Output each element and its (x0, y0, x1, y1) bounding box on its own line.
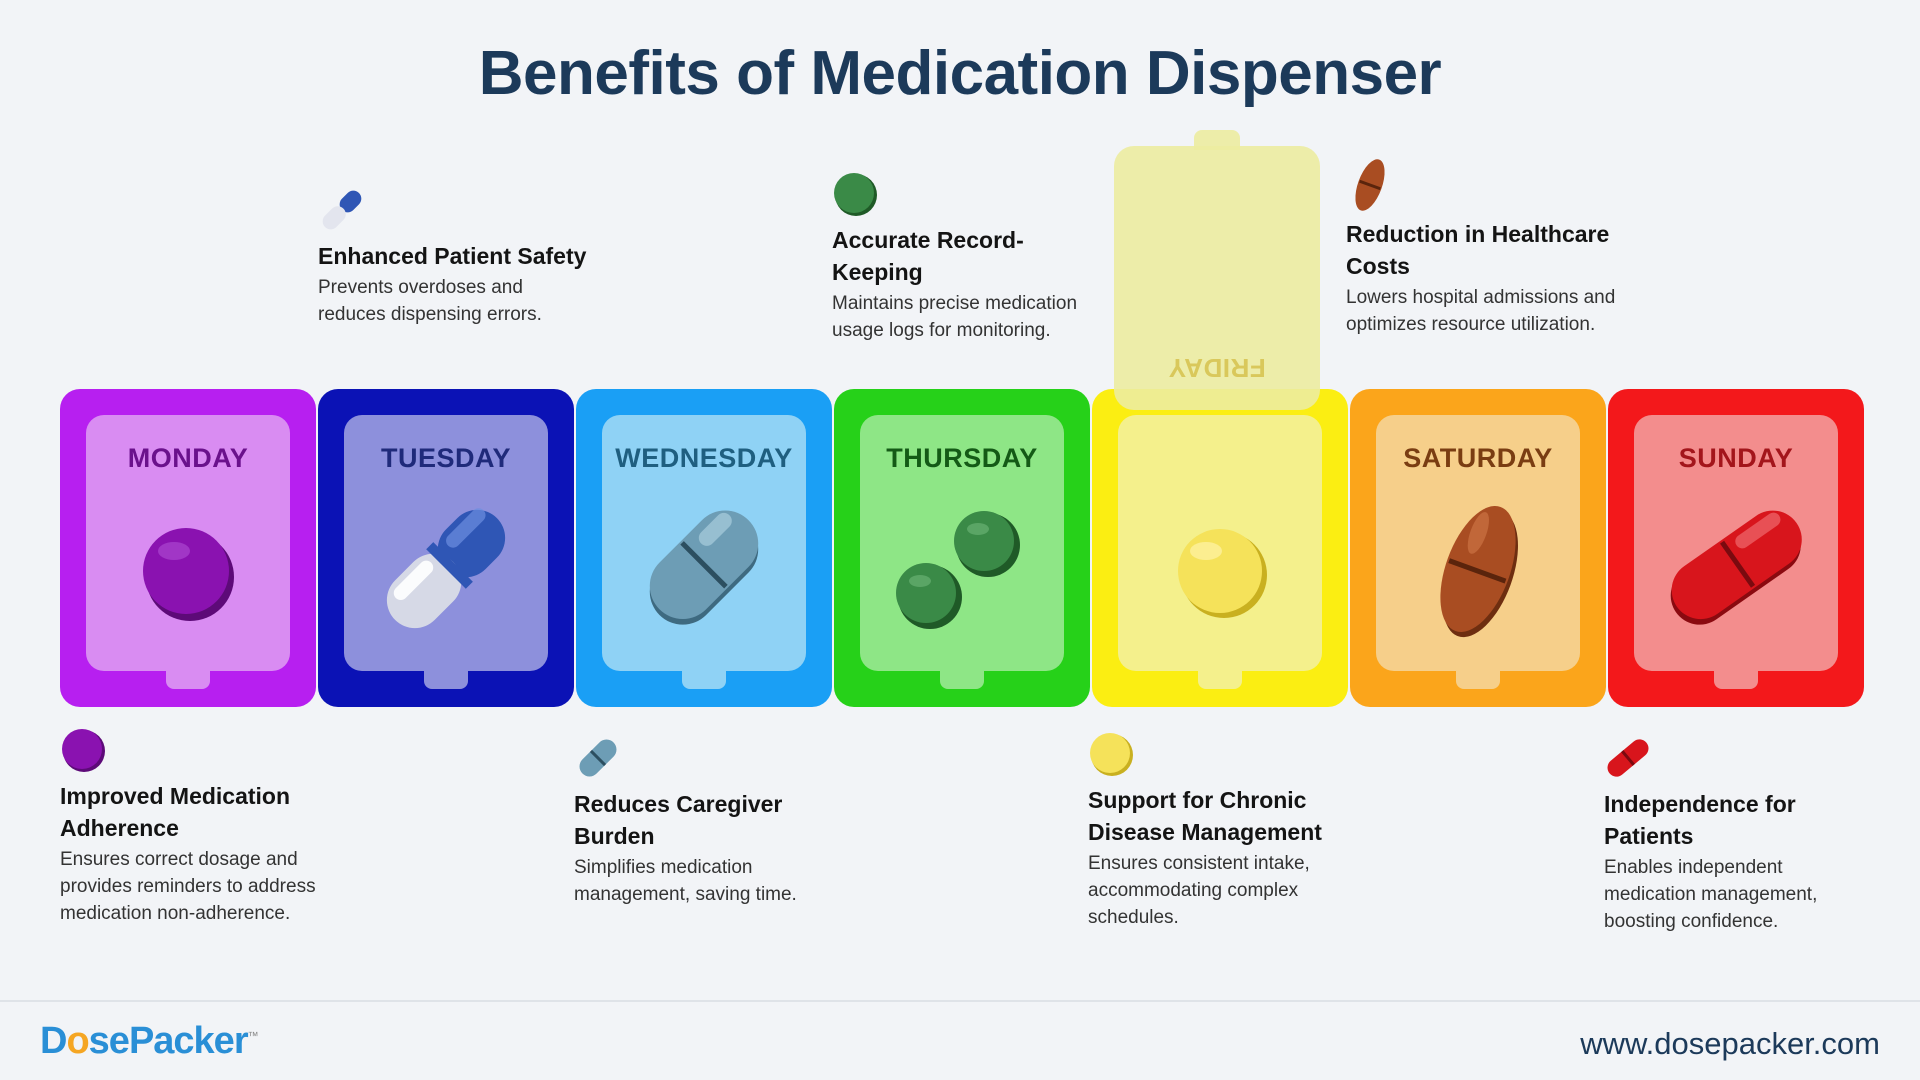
benefit-desc: Ensures correct dosage and provides remi… (60, 849, 316, 924)
benefit-title: Independence for Patients (1604, 791, 1796, 849)
compartment-tab (424, 671, 468, 689)
round-green-icon (834, 173, 877, 216)
benefit-desc: Ensures consistent intake, accommodating… (1088, 853, 1310, 928)
dosepacker-logo[interactable]: DosePacker™ (40, 1020, 259, 1063)
day-tuesday: TUESDAY (318, 389, 574, 707)
benefit-title: Improved Medication Adherence (60, 783, 291, 841)
logo-text: D (40, 1020, 67, 1062)
benefit-title: Accurate Record-Keeping (832, 227, 1024, 285)
round-purple-pill-icon (143, 528, 234, 621)
logo-text: o (66, 1020, 89, 1062)
benefit-adherence: Improved Medication Adherence Ensures co… (60, 726, 330, 927)
capsule-red-pill-icon (1670, 510, 1802, 625)
day-label-saturday: SATURDAY (1403, 443, 1553, 473)
day-saturday: SATURDAY (1350, 389, 1606, 707)
benefit-desc: Maintains precise medication usage logs … (832, 293, 1078, 341)
compartment-tab (166, 671, 210, 689)
benefit-record-keeping: Accurate Record-Keeping Maintains precis… (832, 170, 1102, 344)
day-label-thursday: THURSDAY (886, 443, 1038, 473)
day-wednesday: WEDNESDAY (576, 389, 832, 707)
oval-brown-icon (1355, 159, 1385, 211)
benefit-desc: Lowers hospital admissions and optimizes… (1346, 287, 1616, 335)
day-label-tuesday: TUESDAY (380, 443, 512, 473)
benefit-desc: Prevents overdoses and reduces dispensin… (318, 277, 542, 325)
day-label-sunday: SUNDAY (1678, 443, 1794, 473)
page-title: Benefits of Medication Dispenser (478, 39, 1442, 108)
website-link[interactable]: www.dosepacker.com (1580, 1026, 1880, 1061)
capsule-blue-white-pill-icon (386, 508, 506, 629)
tablet-slate-pill-icon (649, 510, 759, 625)
capsule-blue-white-icon (322, 190, 362, 230)
compartment-tab (1456, 671, 1500, 689)
footer: DosePacker™ www.dosepacker.com (0, 1000, 1920, 1080)
benefit-healthcare-costs: Reduction in Healthcare Costs Lowers hos… (1346, 154, 1616, 338)
capsule-red-icon (1607, 739, 1649, 777)
tablet-slate-icon (579, 739, 617, 777)
day-thursday: THURSDAY (834, 389, 1090, 707)
benefit-desc: Enables independent medication managemen… (1604, 857, 1818, 932)
day-monday: MONDAY (60, 389, 316, 707)
oval-brown-pill-icon (1440, 506, 1518, 638)
logo-trademark: ™ (247, 1030, 259, 1043)
benefit-title: Reduction in Healthcare Costs (1346, 221, 1610, 279)
round-purple-icon (62, 729, 105, 772)
compartment-tab (1198, 671, 1242, 689)
benefit-independence: Independence for Patients Enables indepe… (1604, 734, 1874, 935)
lid-label: FRIDAY (1168, 353, 1266, 383)
round-yellow-pill-icon (1178, 529, 1267, 618)
day-friday (1092, 389, 1348, 707)
benefit-title: Reduces Caregiver Burden (574, 791, 783, 849)
benefit-title: Support for Chronic Disease Management (1088, 787, 1322, 845)
benefit-caregiver-burden: Reduces Caregiver Burden Simplifies medi… (574, 734, 844, 908)
day-label-wednesday: WEDNESDAY (615, 443, 793, 473)
two-green-rounds-pill-icon (896, 511, 1020, 629)
compartment-tab (940, 671, 984, 689)
benefit-desc: Simplifies medication management, saving… (574, 857, 797, 905)
day-sunday: SUNDAY (1608, 389, 1864, 707)
friday-lid: FRIDAY (1114, 130, 1320, 410)
day-label-monday: MONDAY (127, 443, 249, 473)
round-yellow-icon (1090, 733, 1133, 776)
logo-text: sePacker (88, 1020, 249, 1062)
compartment-tab (682, 671, 726, 689)
benefit-title: Enhanced Patient Safety (318, 243, 587, 269)
compartment-tab (1714, 671, 1758, 689)
benefit-chronic-disease: Support for Chronic Disease Management E… (1088, 730, 1358, 931)
lid-knob (1194, 130, 1240, 150)
benefit-patient-safety: Enhanced Patient Safety Prevents overdos… (318, 186, 588, 328)
